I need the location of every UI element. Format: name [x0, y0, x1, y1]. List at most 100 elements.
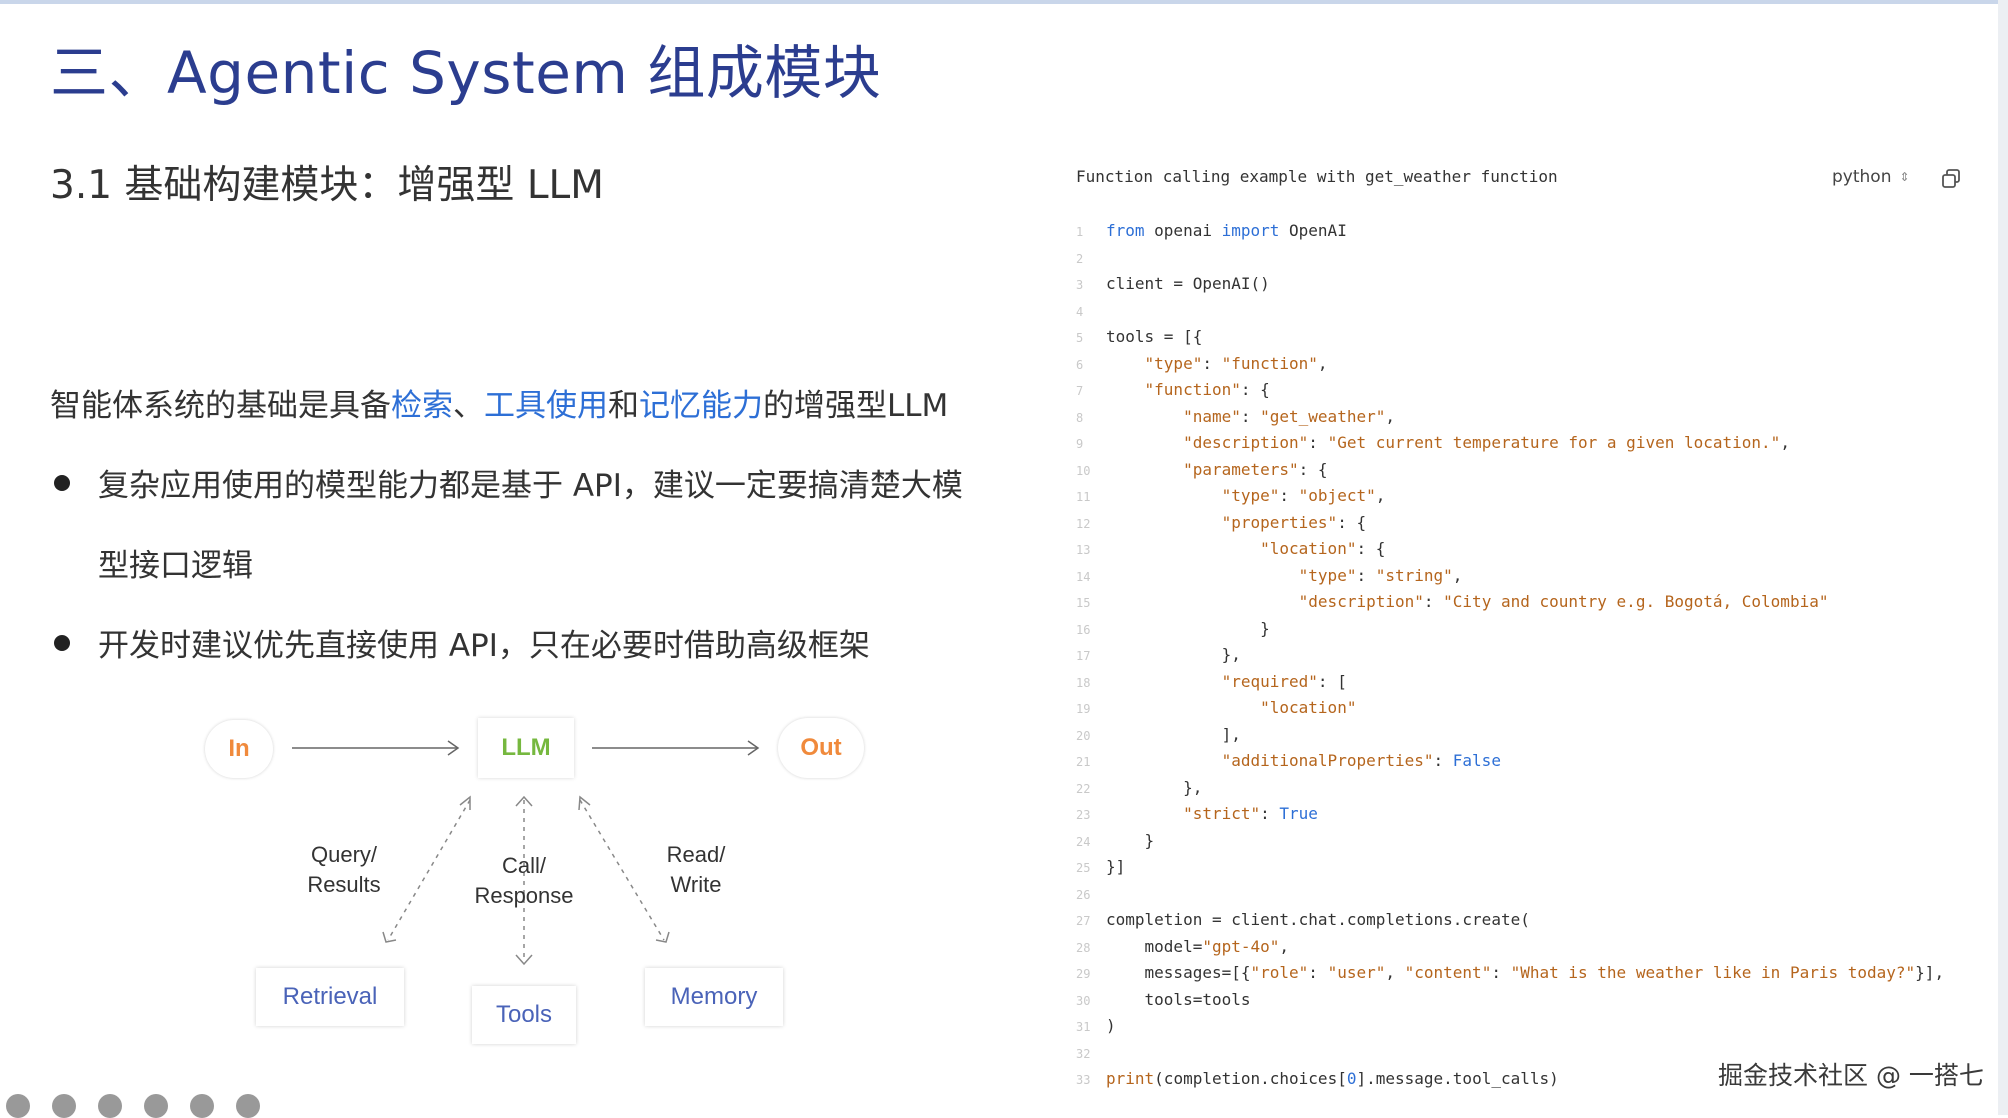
code-text: "parameters": { [1183, 459, 1328, 479]
edge-label-line: Read/ [666, 842, 726, 867]
bullet-item-api: 复杂应用使用的模型能力都是基于 API，建议一定要搞清楚大模 型接口逻辑 [50, 460, 1040, 590]
intro-suffix: 的增强型LLM [763, 388, 949, 424]
prev-slide-icon[interactable] [6, 1094, 30, 1118]
line-number: 9 [1076, 437, 1084, 451]
grid-view-icon[interactable] [144, 1094, 168, 1118]
scroll-track[interactable] [1998, 0, 2008, 1115]
code-line: 6 "type": "function", [1076, 351, 1944, 378]
line-number: 18 [1076, 675, 1091, 690]
top-accent-bar [0, 0, 2008, 4]
code-text: "function": { [1144, 380, 1270, 399]
line-number: 23 [1076, 808, 1091, 822]
line-number: 33 [1076, 1073, 1091, 1087]
bullet-text-line1: 复杂应用使用的模型能力都是基于 API，建议一定要搞清楚大模 [98, 468, 963, 504]
next-slide-icon[interactable] [52, 1094, 76, 1118]
line-number: 32 [1076, 1046, 1091, 1061]
code-line: 20 ], [1076, 722, 1944, 749]
more-icon[interactable] [236, 1094, 260, 1118]
line-number: 8 [1076, 410, 1084, 425]
line-number: 7 [1076, 384, 1084, 398]
watermark: 掘金技术社区 @ 一搭七 [1718, 1061, 1984, 1090]
line-number: 4 [1076, 304, 1084, 319]
code-line: 22 }, [1076, 775, 1944, 802]
code-line: 15 "description": "City and country e.g.… [1076, 589, 1944, 616]
node-memory: Memory [645, 968, 783, 1026]
code-line: 24 } [1076, 828, 1944, 855]
language-selector[interactable]: python ⇕ [1832, 167, 1910, 187]
arrowhead-retrieval-up [459, 795, 471, 810]
line-number: 19 [1076, 702, 1091, 716]
code-block-title: Function calling example with get_weathe… [1076, 167, 1558, 186]
line-number: 10 [1076, 463, 1091, 478]
code-text: "description": "City and country e.g. Bo… [1298, 592, 1829, 611]
code-text: messages=[{"role": "user", "content": "W… [1106, 963, 1945, 982]
line-number: 25 [1076, 861, 1091, 875]
bullet-dot-icon [54, 475, 70, 491]
pen-icon[interactable] [98, 1094, 122, 1118]
language-label: python [1832, 167, 1892, 187]
chevron-updown-icon: ⇕ [1899, 170, 1910, 184]
code-text: "strict": True [1183, 804, 1318, 823]
node-llm: LLM [478, 718, 574, 778]
copy-icon[interactable] [1940, 168, 1962, 190]
code-text: } [1106, 830, 1155, 850]
line-number: 16 [1076, 622, 1091, 637]
line-number: 22 [1076, 781, 1091, 796]
edge-label-line: Call/ [501, 853, 546, 878]
edge-label-line: Write [670, 872, 722, 897]
code-text: ) [1106, 1016, 1116, 1035]
arrowhead-tools-down [515, 954, 533, 966]
code-line: 16 } [1076, 616, 1944, 643]
line-number: 1 [1076, 225, 1084, 239]
line-number: 5 [1076, 331, 1084, 345]
line-number: 20 [1076, 728, 1091, 743]
bullet-dot-icon [54, 635, 70, 651]
code-line: 32 [1076, 1040, 1944, 1067]
code-line: 8 "name": "get_weather", [1076, 404, 1944, 431]
line-number: 17 [1076, 649, 1091, 663]
code-text: completion = client.chat.completions.cre… [1106, 910, 1530, 929]
code-line: 7 "function": { [1076, 377, 1944, 404]
code-text: print(completion.choices[0].message.tool… [1106, 1069, 1559, 1088]
code-text: }, [1106, 777, 1203, 797]
edge-label-call-response: Call/ Response [456, 851, 592, 911]
code-line: 25}] [1076, 854, 1944, 881]
line-number: 3 [1076, 278, 1084, 292]
code-text: "type": "function", [1144, 353, 1328, 373]
code-text: ], [1106, 724, 1241, 744]
code-text: "required": [ [1221, 671, 1347, 691]
code-line: 2 [1076, 245, 1944, 272]
edge-label-query-results: Query/ Results [284, 840, 404, 900]
line-number: 6 [1076, 357, 1084, 372]
arrowhead-memory-down [655, 931, 670, 943]
code-line: 31) [1076, 1013, 1944, 1040]
node-tools: Tools [472, 986, 576, 1044]
edge-label-line: Response [474, 883, 574, 908]
code-line: 26 [1076, 881, 1944, 908]
code-text: tools=tools [1106, 989, 1251, 1009]
arrowhead-memory-up [578, 795, 591, 811]
line-number: 29 [1076, 967, 1091, 981]
code-line: 23 "strict": True [1076, 801, 1944, 828]
code-line: 4 [1076, 298, 1944, 325]
edge-label-line: Results [307, 872, 381, 897]
line-number: 21 [1076, 755, 1091, 769]
intro-and: 和 [608, 388, 639, 424]
code-line: 33 print(completion.choices[0].message.to… [1076, 1066, 1944, 1093]
line-number: 30 [1076, 993, 1091, 1008]
highlight-tool-use: 工具使用 [484, 388, 608, 424]
arrowhead-in-llm [447, 740, 460, 756]
zoom-icon[interactable] [190, 1094, 214, 1118]
line-number: 24 [1076, 834, 1091, 849]
intro-separator: 、 [453, 388, 484, 424]
code-text: "type": "object", [1221, 486, 1386, 505]
code-line: 14 "type": "string", [1076, 563, 1944, 590]
edge-label-read-write: Read/ Write [636, 840, 756, 900]
code-line: 30 tools=tools [1076, 987, 1944, 1014]
slide-title: 三、Agentic System 组成模块 [50, 39, 882, 107]
